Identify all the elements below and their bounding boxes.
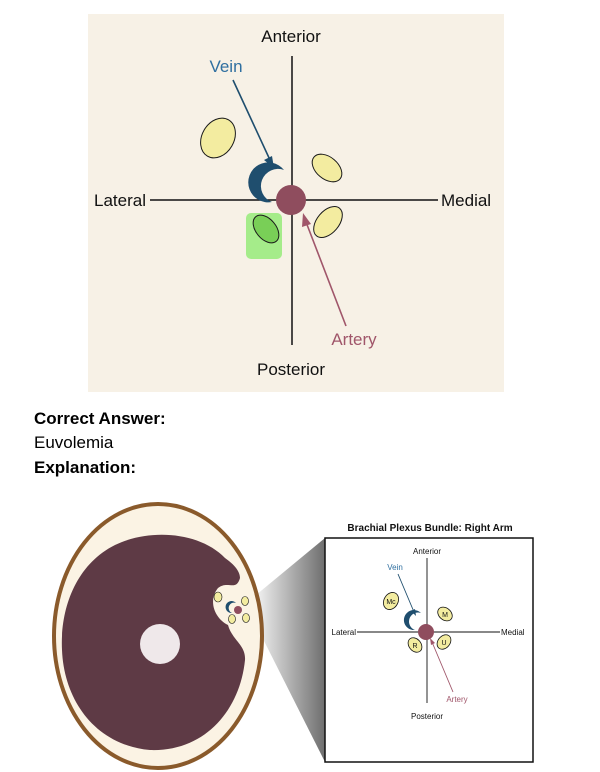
bottom-illustration: Brachial Plexus Bundle: Right Arm Anteri… <box>52 502 534 770</box>
zoom-nerve-m-label: M <box>442 612 448 619</box>
zoom-label-vein: Vein <box>387 563 403 572</box>
zoom-nerve-r <box>407 637 423 653</box>
correct-answer-label: Correct Answer: <box>34 409 166 428</box>
mini-nerve-4 <box>242 613 250 623</box>
mini-nerve-3 <box>228 614 236 624</box>
zoom-wedge <box>256 538 325 762</box>
nerve-anteromedial[interactable] <box>307 149 347 188</box>
zoom-nerve-u-label: U <box>441 640 446 647</box>
nerve-posterolateral-highlighted[interactable] <box>248 210 284 247</box>
zoom-vein-arrowhead <box>411 609 416 616</box>
zoom-box <box>324 537 534 763</box>
artery-arrowhead <box>302 213 311 227</box>
mini-nerve-2 <box>241 596 249 606</box>
zoom-label-posterior: Posterior <box>411 712 443 721</box>
vein-arrowhead <box>264 156 274 168</box>
mini-artery <box>234 606 242 614</box>
zoom-nerve-u <box>436 634 452 650</box>
label-artery: Artery <box>331 330 377 349</box>
nerve-posteromedial[interactable] <box>308 201 348 243</box>
label-medial: Medial <box>441 191 491 210</box>
nerve-anterolateral[interactable] <box>194 112 243 164</box>
correct-answer-value: Euvolemia <box>34 433 114 452</box>
humerus-bone <box>140 624 180 664</box>
zoom-nerve-mc <box>383 592 399 610</box>
artery-arrow <box>305 221 347 327</box>
label-vein: Vein <box>209 57 242 76</box>
label-anterior: Anterior <box>261 27 321 46</box>
zoom-label-artery: Artery <box>446 695 467 704</box>
top-axis-diagram: Anterior Posterior Lateral Medial Vein A… <box>88 14 504 392</box>
zoom-label-lateral: Lateral <box>332 628 357 637</box>
zoom-label-medial: Medial <box>501 628 525 637</box>
label-posterior: Posterior <box>257 360 325 379</box>
bottom-diagram-title: Brachial Plexus Bundle: Right Arm <box>347 523 512 534</box>
zoom-artery <box>418 624 434 640</box>
zoom-nerve-m <box>437 606 453 622</box>
vein-shape <box>248 162 284 203</box>
zoom-vein-arrow <box>397 573 415 613</box>
explanation-label: Explanation: <box>34 458 137 477</box>
zoom-nerve-mc-label: Mc <box>386 599 396 606</box>
label-lateral: Lateral <box>94 191 146 210</box>
vein-arrow <box>232 79 271 161</box>
artery-circle <box>276 185 306 215</box>
zoom-artery-arrowhead <box>430 638 435 645</box>
zoom-artery-arrow <box>431 641 454 693</box>
zoom-vein <box>403 610 421 631</box>
mini-nerve-1 <box>213 591 223 603</box>
mini-vein <box>225 601 236 614</box>
zoom-label-anterior: Anterior <box>413 547 441 556</box>
zoom-nerve-r-label: R <box>412 643 417 650</box>
